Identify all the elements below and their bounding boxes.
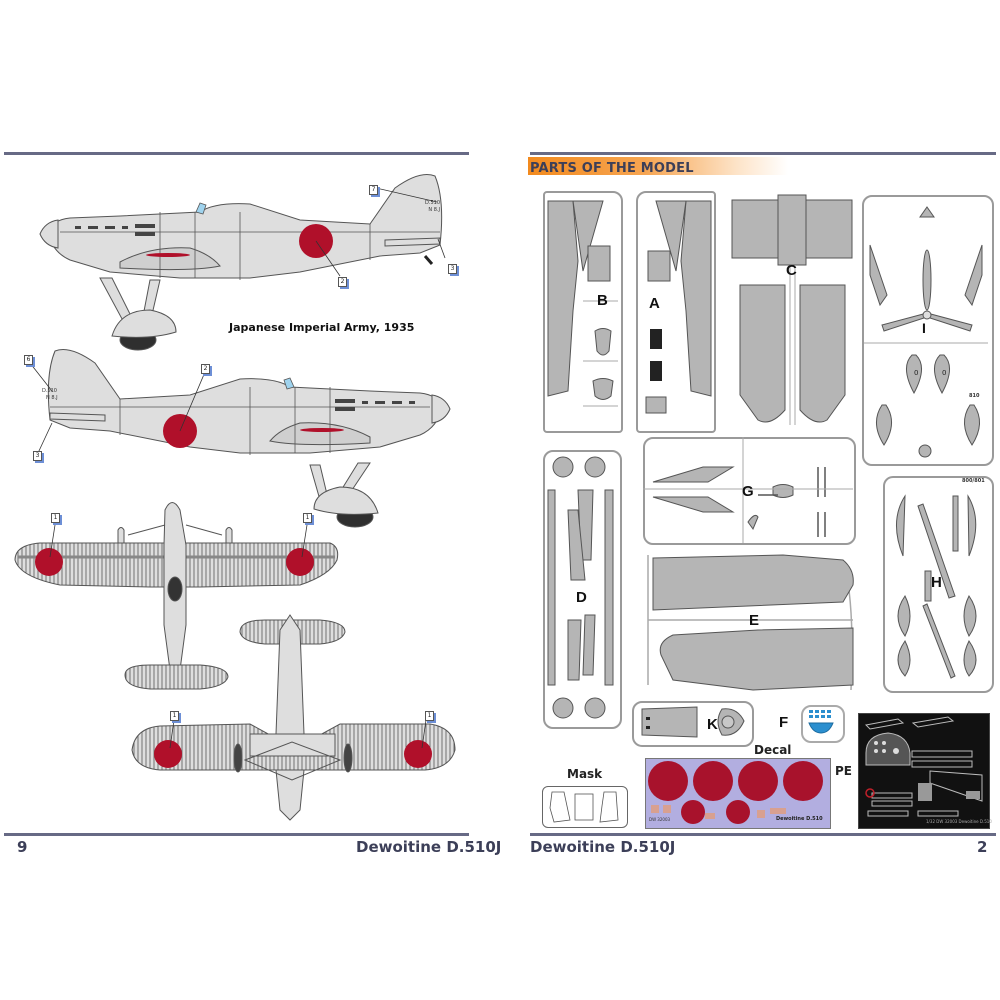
decal-hinomaru (726, 800, 750, 824)
aircraft-profile-left-view: D.510 N 8.J (39, 174, 446, 351)
callout-marker: 3 (33, 451, 42, 461)
sprue-g (643, 437, 856, 545)
decal-code: DW 32003 (649, 817, 671, 822)
decal-hinomaru (783, 761, 823, 801)
sprue-k-parts (641, 706, 745, 738)
section-header: PARTS OF THE MODEL (528, 157, 788, 176)
mask-label: Mask (567, 767, 603, 781)
sprue-e-parts (647, 554, 854, 691)
fuselage-bottom (274, 614, 306, 821)
aircraft-planform-top (14, 502, 339, 690)
right-bottom-rule (530, 833, 996, 836)
spinner (39, 219, 59, 249)
decal-hinomaru (681, 800, 705, 824)
pe-fret-text: 1/32 DW 32003 Dewoitine D.510 (926, 819, 992, 824)
left-footer-title: Dewoitine D.510J (356, 838, 502, 856)
hinomaru-wing (404, 740, 432, 768)
section-title: PARTS OF THE MODEL (530, 161, 694, 176)
callout-marker: 1 (425, 711, 434, 721)
sprue-letter-a: A (649, 295, 660, 312)
mask-sheet (542, 786, 628, 828)
right-top-rule (530, 152, 996, 155)
callout-marker: 7 (369, 185, 378, 195)
sprue-letter-g: G (742, 483, 754, 500)
callout-marker: 6 (24, 355, 33, 365)
cockpit-opening (167, 576, 183, 602)
aircraft-planform-bottom (131, 614, 456, 821)
sprue-b-parts (547, 200, 618, 407)
sprue-letter-d: D (576, 589, 587, 606)
sprue-letter-f: F (779, 714, 789, 731)
callout-marker: 1 (303, 513, 312, 523)
sprue-d-parts (547, 456, 614, 719)
sprue-letter-e: E (749, 612, 760, 629)
sprue-code-i: 810 (969, 393, 980, 399)
wing-red-stripe (146, 253, 190, 257)
sprue-c-parts (731, 194, 853, 425)
right-page-number: 2 (977, 838, 988, 856)
decal-hinomaru (648, 761, 688, 801)
canopy-windscreen (195, 202, 207, 215)
svg-text:D.510: D.510 (42, 388, 57, 394)
sprue-i-parts: 0 0 (864, 206, 988, 458)
hinomaru-wing (35, 548, 63, 576)
tail-stencil: N 8.J (428, 207, 440, 213)
svg-text:0: 0 (914, 369, 918, 377)
decal-hinomaru (738, 761, 778, 801)
mask-shapes (549, 791, 619, 823)
fuselage-half-e (659, 627, 854, 691)
pe-label: PE (835, 764, 852, 778)
sprue-letter-h: H (931, 574, 942, 591)
right-footer-title: Dewoitine D.510J (530, 838, 676, 856)
sprue-letter-i: I (922, 320, 926, 336)
left-top-rule (4, 152, 469, 155)
tail-stencil: D.510 (425, 200, 440, 206)
decal-hinomaru (693, 761, 733, 801)
callout-marker: 2 (338, 277, 347, 287)
sprue-f-parts (808, 710, 834, 734)
wheel-spat (111, 309, 177, 338)
callout-marker: 1 (170, 711, 179, 721)
callout-marker: 1 (51, 513, 60, 523)
pe-fret-parts (864, 716, 983, 817)
sprue-h-parts (895, 494, 977, 679)
tailplane (384, 237, 441, 247)
pe-fret (858, 713, 990, 829)
fuselage-half-e (652, 554, 854, 611)
scheme-caption: Japanese Imperial Army, 1935 (229, 321, 415, 334)
callout-marker: 2 (201, 364, 210, 374)
svg-text:0: 0 (942, 369, 946, 377)
hinomaru-wing (286, 548, 314, 576)
decal-label: Decal (754, 743, 792, 757)
horizontal-tail (124, 664, 229, 690)
aircraft-profile-right-view: D.510 N 8.J (29, 349, 451, 528)
sprue-letter-b: B (597, 292, 608, 309)
callout-marker: 3 (448, 264, 457, 274)
sprue-g-parts (643, 437, 853, 543)
svg-text:N 8.J: N 8.J (46, 395, 58, 401)
decal-sheet-markings (648, 761, 823, 824)
sprue-code-h: 800/801 (962, 478, 985, 484)
left-page-number: 9 (17, 838, 28, 856)
left-bottom-rule (4, 833, 469, 836)
decal-sheet-title: Dewoitine D.510 (776, 816, 823, 822)
sprue-letter-k: K (707, 716, 718, 733)
hinomaru-wing (154, 740, 182, 768)
sprue-a-parts (645, 200, 712, 414)
sprue-letter-c: C (786, 262, 797, 279)
